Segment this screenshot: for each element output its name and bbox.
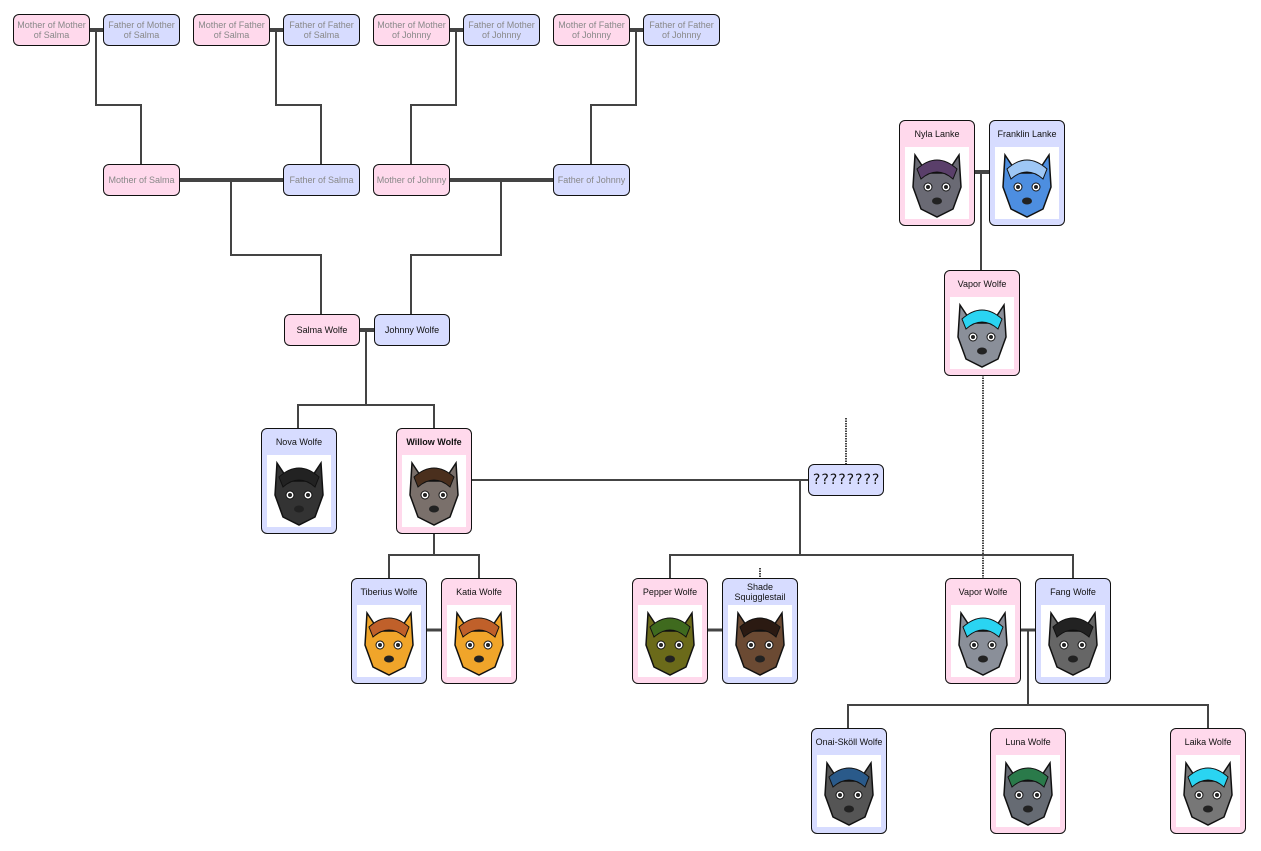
person-box[interactable]: Father of Johnny	[553, 164, 630, 196]
person-card-franklin-lanke[interactable]: Franklin Lanke	[989, 120, 1065, 226]
portrait-image	[357, 605, 421, 677]
portrait-image	[728, 605, 792, 677]
person-box-johnny[interactable]: Johnny Wolfe	[374, 314, 450, 346]
portrait-image	[638, 605, 702, 677]
person-box[interactable]: Father of Father of Salma	[283, 14, 360, 46]
person-card-willow-wolfe[interactable]: Willow Wolfe	[396, 428, 472, 534]
person-box[interactable]: Mother of Mother of Salma	[13, 14, 90, 46]
person-box[interactable]: Mother of Mother of Johnny	[373, 14, 450, 46]
portrait-image	[267, 455, 331, 527]
portrait-image	[905, 147, 969, 219]
unknown-partner-box[interactable]: ????????	[808, 464, 884, 496]
person-name: Onai-Sköll Wolfe	[815, 737, 883, 747]
person-card-tiberius-wolfe[interactable]: Tiberius Wolfe	[351, 578, 427, 684]
person-box[interactable]: Father of Father of Johnny	[643, 14, 720, 46]
person-name: Nova Wolfe	[275, 437, 323, 447]
person-card-luna-wolfe[interactable]: Luna Wolfe	[990, 728, 1066, 834]
person-box[interactable]: Father of Mother of Salma	[103, 14, 180, 46]
portrait-image	[447, 605, 511, 677]
person-card-katia-wolfe[interactable]: Katia Wolfe	[441, 578, 517, 684]
person-box[interactable]: Mother of Father of Salma	[193, 14, 270, 46]
person-card-shade-squigglestail[interactable]: Shade Squigglestail	[722, 578, 798, 684]
portrait-image	[402, 455, 466, 527]
portrait-image	[996, 755, 1060, 827]
person-box[interactable]: Mother of Johnny	[373, 164, 450, 196]
person-name: Pepper Wolfe	[642, 587, 698, 597]
person-name: Luna Wolfe	[1005, 737, 1051, 747]
person-name: Fang Wolfe	[1050, 587, 1096, 597]
person-card-vapor-wolfe[interactable]: Vapor Wolfe	[945, 578, 1021, 684]
person-card-nova-wolfe[interactable]: Nova Wolfe	[261, 428, 337, 534]
person-card-vapor-wolfe-top[interactable]: Vapor Wolfe	[944, 270, 1020, 376]
person-card-onai-skoll-wolfe[interactable]: Onai-Sköll Wolfe	[811, 728, 887, 834]
person-name: Katia Wolfe	[456, 587, 502, 597]
person-name: Franklin Lanke	[997, 129, 1057, 139]
portrait-image	[1041, 605, 1105, 677]
person-name: Willow Wolfe	[406, 437, 462, 447]
person-card-laika-wolfe[interactable]: Laika Wolfe	[1170, 728, 1246, 834]
person-name: Vapor Wolfe	[958, 587, 1008, 597]
portrait-image	[817, 755, 881, 827]
person-name: Shade Squigglestail	[734, 582, 786, 602]
portrait-image	[951, 605, 1015, 677]
person-box[interactable]: Father of Salma	[283, 164, 360, 196]
person-card-pepper-wolfe[interactable]: Pepper Wolfe	[632, 578, 708, 684]
person-box[interactable]: Mother of Salma	[103, 164, 180, 196]
portrait-image	[995, 147, 1059, 219]
person-name: Vapor Wolfe	[957, 279, 1007, 289]
portrait-image	[950, 297, 1014, 369]
person-card-fang-wolfe[interactable]: Fang Wolfe	[1035, 578, 1111, 684]
person-box[interactable]: Father of Mother of Johnny	[463, 14, 540, 46]
person-name: Nyla Lanke	[914, 129, 960, 139]
person-card-nyla-lanke[interactable]: Nyla Lanke	[899, 120, 975, 226]
person-box-salma[interactable]: Salma Wolfe	[284, 314, 360, 346]
person-name: Tiberius Wolfe	[360, 587, 418, 597]
person-name: Laika Wolfe	[1184, 737, 1232, 747]
portrait-image	[1176, 755, 1240, 827]
person-box[interactable]: Mother of Father of Johnny	[553, 14, 630, 46]
